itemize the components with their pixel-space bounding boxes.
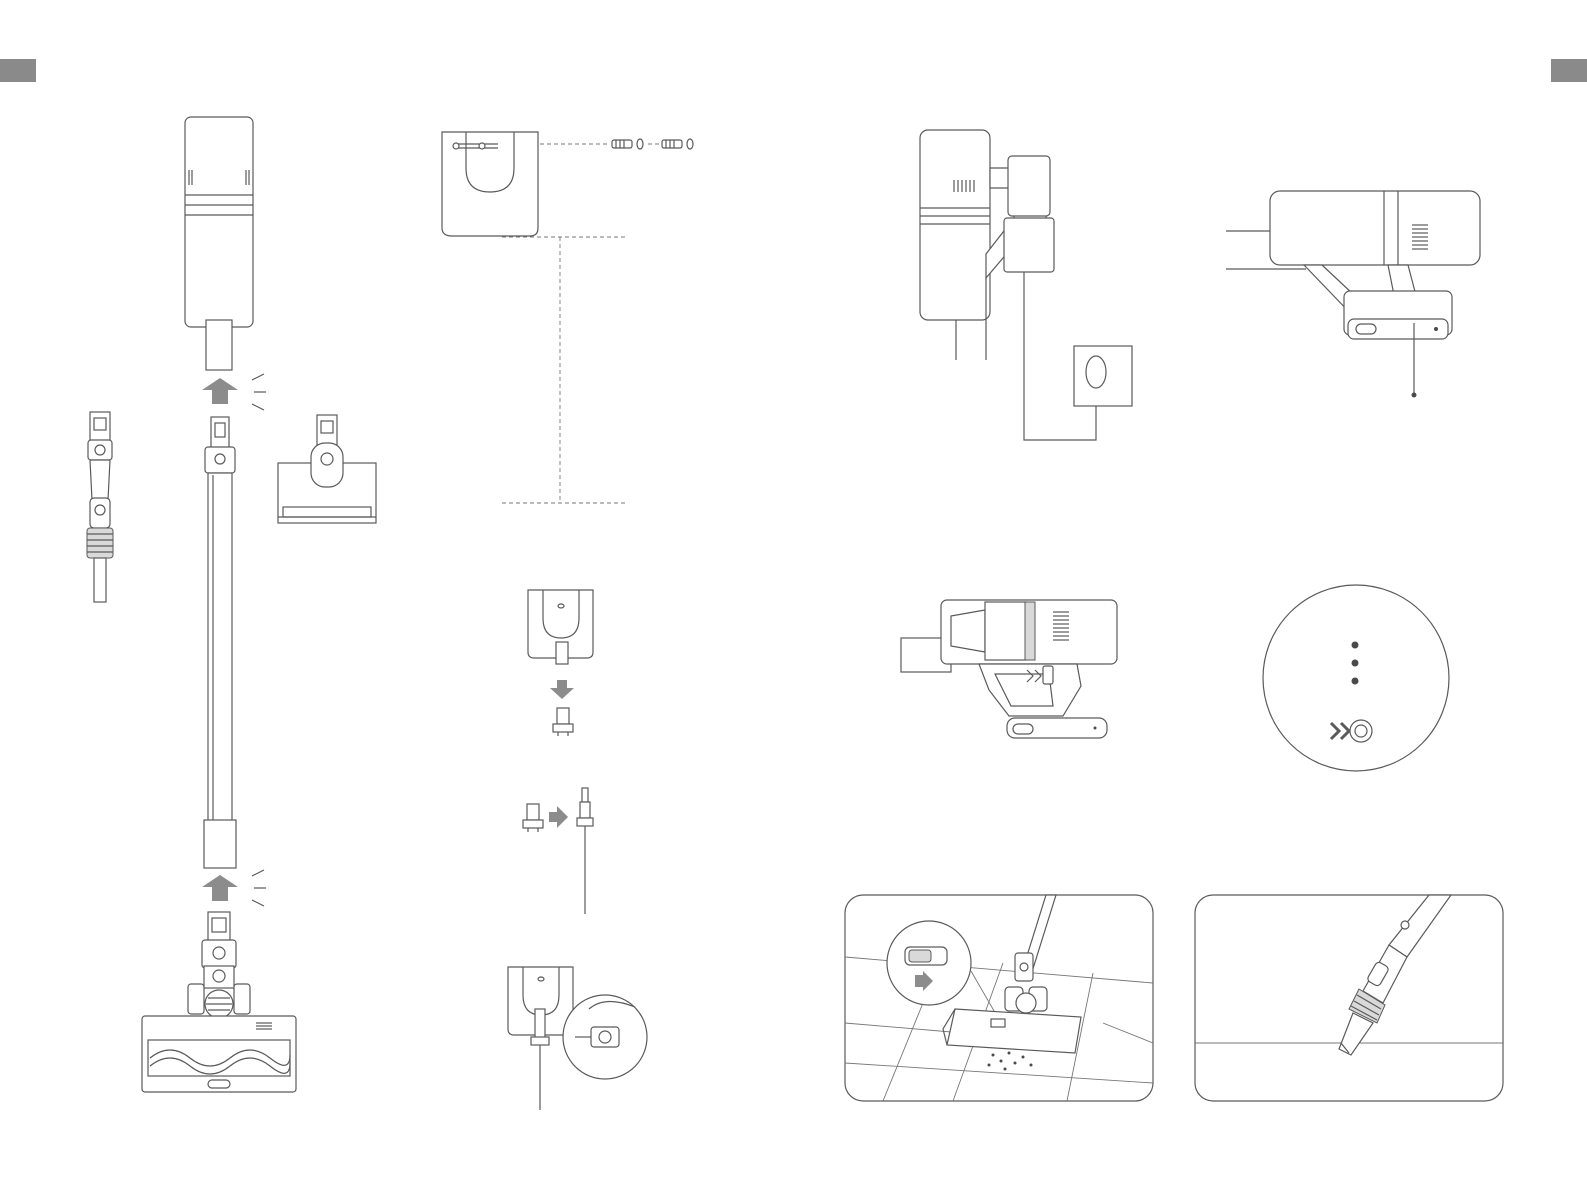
- arrow-down-icon: [549, 680, 575, 700]
- charger-plug-illustration: [520, 802, 546, 832]
- extension-tube-illustration: [195, 415, 245, 870]
- page-tab-left: [0, 59, 36, 82]
- charger-plug-illustration: [550, 706, 576, 736]
- arrow-right-icon: [549, 806, 569, 828]
- charging-indicator-illustration: [1224, 185, 1484, 400]
- crevice-tool-illustration: [78, 410, 122, 606]
- screw-icon: [612, 139, 693, 149]
- click-lines-icon: [250, 868, 270, 908]
- floor-cleaning-illustration: [843, 893, 1155, 1103]
- handheld-mode-illustration: [899, 596, 1124, 751]
- mounting-height-dimension: [500, 235, 630, 510]
- power-button-icon: [1350, 720, 1372, 742]
- wall-mount-bracket-illustration: [440, 128, 705, 243]
- arrow-up-icon: [200, 875, 240, 901]
- battery-indicator-illustration: [1261, 583, 1451, 773]
- mini-brush-illustration: [275, 413, 379, 525]
- crevice-cleaning-illustration: [1193, 893, 1505, 1103]
- floor-brush-illustration: [140, 910, 300, 1096]
- left-page: [0, 0, 793, 1191]
- charging-cable-illustration: [575, 786, 595, 916]
- page-tab-right: [1551, 59, 1587, 82]
- vacuum-main-body-illustration: [180, 115, 260, 375]
- arrow-up-icon: [200, 378, 240, 404]
- mount-cable-routing-illustration: [505, 965, 650, 1115]
- vacuum-on-wall-dock-illustration: [916, 128, 1161, 448]
- right-page: [794, 0, 1587, 1191]
- click-lines-icon: [250, 372, 270, 412]
